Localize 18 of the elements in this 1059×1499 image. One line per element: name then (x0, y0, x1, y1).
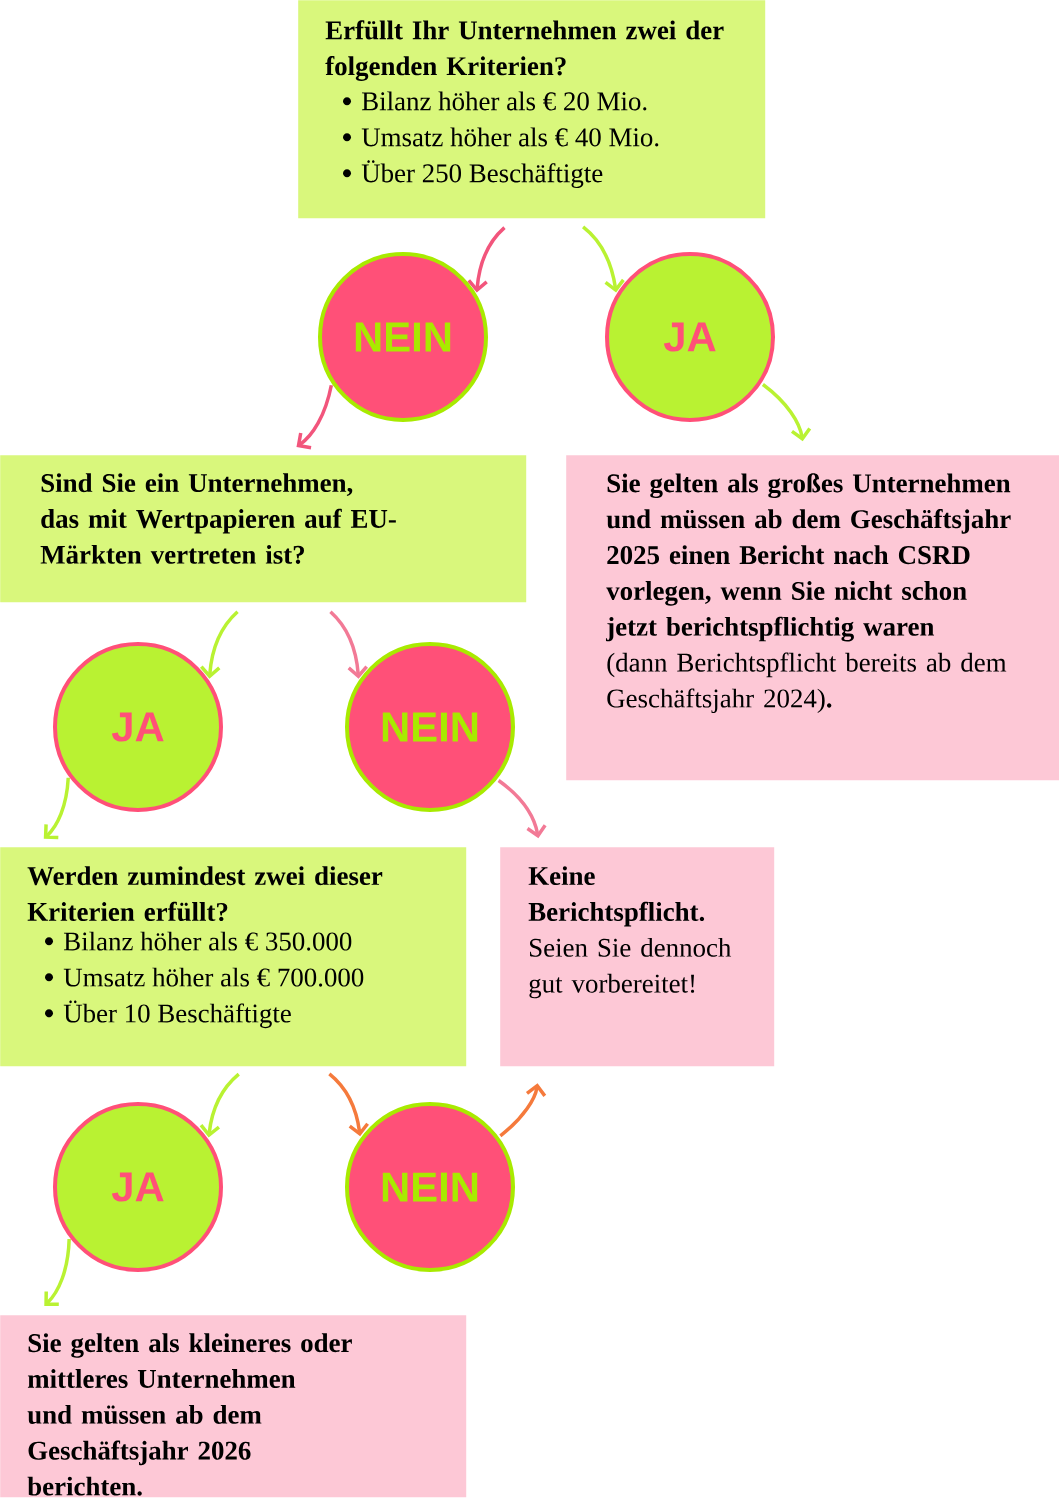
arrow (328, 1072, 369, 1137)
arrow (43, 777, 70, 840)
arrow (199, 1072, 240, 1138)
arrow (296, 384, 334, 450)
arrow (467, 226, 506, 293)
arrow (44, 1238, 71, 1307)
result-box: Sie gelten als großes Unternehmen und müssen ab dem Geschäftsjahr 2025 einen Bericht nach CSRD vorlegen, wenn Sie nicht schon jetzt berichtspflichtig waren (dann Berichtspflicht bereits ab dem Geschäftsjahr 2024). (566, 455, 1059, 781)
question-box: Sind Sie ein Unternehmen, das mit Wertpapieren auf EU-Märkten vertreten ist? (0, 455, 527, 603)
arrow (761, 383, 812, 442)
arrow (200, 610, 239, 679)
arrow (329, 610, 368, 679)
question-box: Werden zumindest zwei dieser Kriterien erfüllt? Bilanz höher als € 350.000 Umsatz höher als € 700.000 Über 10 Beschäftigte (0, 847, 467, 1067)
question-box: Erfüllt Ihr Unternehmen zwei der folgenden Kriterien? Bilanz höher als € 20 Mio. Umsatz höher als € 40 Mio. Über 250 Beschäftigte (298, 0, 766, 219)
arrow (499, 1083, 547, 1138)
result-box: Keine Berichtspflicht. Seien Sie dennoch gut vorbereitet! (500, 847, 775, 1067)
result-box: Sie gelten als kleineres oder mittleres Unternehmen und müssen ab dem Geschäftsjahr 2026 berichten. (0, 1315, 467, 1498)
arrow (497, 779, 547, 839)
arrow (581, 225, 625, 293)
